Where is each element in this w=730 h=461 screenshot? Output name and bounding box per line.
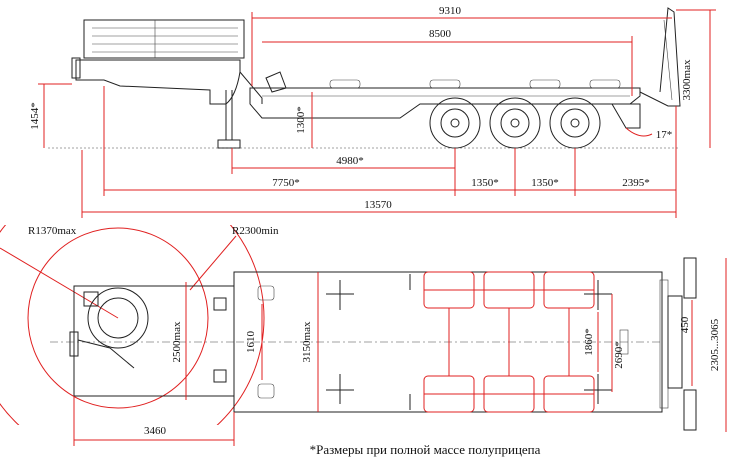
label-2690: 2690* [613,341,625,369]
deck-frame [249,87,641,119]
side-wheels [429,97,601,149]
lashing-points [326,274,612,410]
rear-ramp [639,7,681,107]
label-1860: 1860* [583,328,595,356]
label-9310: 9310 [439,5,462,17]
label-1610: 1610 [245,331,257,354]
side-view [38,7,716,218]
gooseneck-body [75,59,241,105]
label-7750: 7750* [272,177,300,189]
gooseneck-cage [83,19,245,59]
label-1454: 1454* [29,102,41,130]
hydraulic-unit [265,71,287,93]
label-R2300min: R2300min [232,225,279,237]
label-1350a: 1350* [471,177,499,189]
label-1300: 1300* [295,106,307,134]
ramp-angle-arc [625,127,653,137]
label-3150max: 3150max [301,321,313,362]
label-4980: 4980* [336,155,364,167]
label-450: 450 [679,316,691,333]
label-2395: 2395* [622,177,650,189]
label-3460: 3460 [144,425,167,437]
label-17: 17* [656,129,673,141]
label-8500: 8500 [429,28,452,40]
fifth-wheel [87,287,149,349]
label-3300max: 3300max [681,59,693,100]
label-13570: 13570 [364,199,392,211]
top-wheels [423,271,595,413]
landing-gear-foot [217,139,241,149]
label-2500max: 2500max [171,321,183,362]
top-view [0,225,727,446]
label-1350b: 1350* [531,177,559,189]
turn-circle-rear [0,225,265,425]
label-2305-3065: 2305...3065 [709,318,721,371]
footnote-caption: *Размеры при полной массе полуприцепа [310,442,541,457]
label-R1370max: R1370max [28,225,77,237]
turn-circle-front [27,227,209,409]
